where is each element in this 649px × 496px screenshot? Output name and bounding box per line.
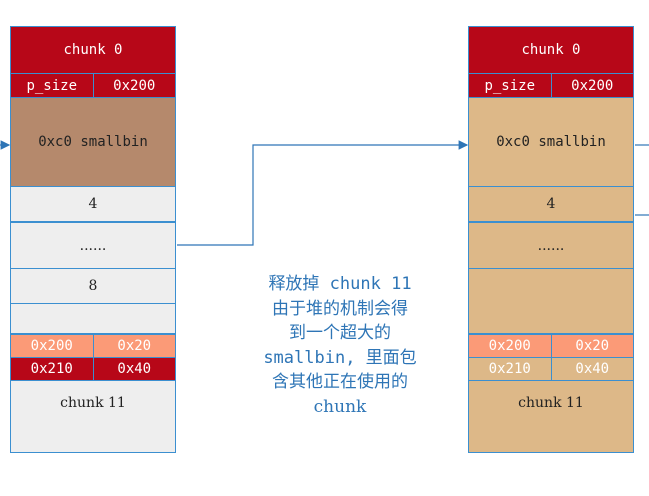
psize-label: p_size — [469, 74, 552, 97]
caption-line: 到一个超大的 — [289, 323, 391, 343]
prev-size-row: 0x200 0x20 — [11, 335, 175, 358]
psize-row: p_size 0x200 — [469, 74, 633, 98]
size-a: 0x210 — [11, 358, 94, 380]
size-row: 0x210 0x40 — [11, 358, 175, 381]
ellipsis-label: ...... — [79, 237, 107, 254]
slot-4: 4 — [11, 187, 175, 223]
slot-4: 4 — [469, 187, 633, 223]
size-row: 0x210 0x40 — [469, 358, 633, 381]
smallbin-label: 0xc0 smallbin — [38, 134, 148, 150]
prev-size-row: 0x200 0x20 — [469, 335, 633, 358]
heap-before-free: chunk 0 p_size 0x200 0xc0 smallbin 4 ...… — [10, 26, 176, 453]
chunk11-footer: chunk 11 — [11, 381, 175, 452]
chunk0-header: chunk 0 — [469, 27, 633, 74]
prev-size-b: 0x20 — [575, 338, 610, 354]
chunk11-label: chunk 11 — [518, 395, 584, 411]
slot-4-label: 4 — [546, 196, 556, 212]
ellipsis-row: ...... — [11, 223, 175, 269]
prev-size-b: 0x20 — [117, 338, 152, 354]
chunk0-header-label: chunk 0 — [63, 42, 123, 58]
smallbin-row: 0xc0 smallbin — [469, 98, 633, 187]
prev-size-a: 0x200 — [469, 335, 552, 357]
heap-after-free: chunk 0 p_size 0x200 0xc0 smallbin 4 ...… — [468, 26, 634, 453]
slot-4-label: 4 — [88, 196, 98, 212]
caption-line: 含其他正在使用的 — [272, 372, 408, 392]
slot-8-label: 8 — [88, 278, 98, 294]
psize-value: 0x200 — [571, 77, 614, 94]
caption-line: 由于堆的机制会得 — [272, 298, 408, 319]
smallbin-label: 0xc0 smallbin — [496, 134, 606, 150]
psize-row: p_size 0x200 — [11, 74, 175, 98]
psize-label: p_size — [11, 74, 94, 97]
prev-size-a: 0x200 — [11, 335, 94, 357]
caption-line: chunk — [313, 396, 367, 417]
transition-arrow — [177, 140, 469, 246]
explanation-caption: 释放掉 chunk 11 由于堆的机制会得 到一个超大的 smallbin, 里… — [244, 272, 436, 419]
psize-value: 0x200 — [113, 77, 156, 94]
chunk0-header: chunk 0 — [11, 27, 175, 74]
ellipsis-label: ...... — [537, 237, 565, 254]
chunk0-header-label: chunk 0 — [521, 42, 581, 58]
size-b: 0x40 — [575, 361, 610, 377]
caption-line: smallbin, 里面包 — [263, 347, 417, 368]
slot-8: 8 — [11, 269, 175, 304]
blank-row — [469, 269, 633, 335]
caption-line: 释放掉 chunk 11 — [268, 274, 412, 294]
smallbin-row: 0xc0 smallbin — [11, 98, 175, 187]
chunk11-label: chunk 11 — [60, 395, 126, 411]
ellipsis-row: ...... — [469, 223, 633, 269]
size-a: 0x210 — [469, 358, 552, 380]
blank-row — [11, 304, 175, 335]
chunk11-footer: chunk 11 — [469, 381, 633, 452]
size-b: 0x40 — [117, 361, 152, 377]
